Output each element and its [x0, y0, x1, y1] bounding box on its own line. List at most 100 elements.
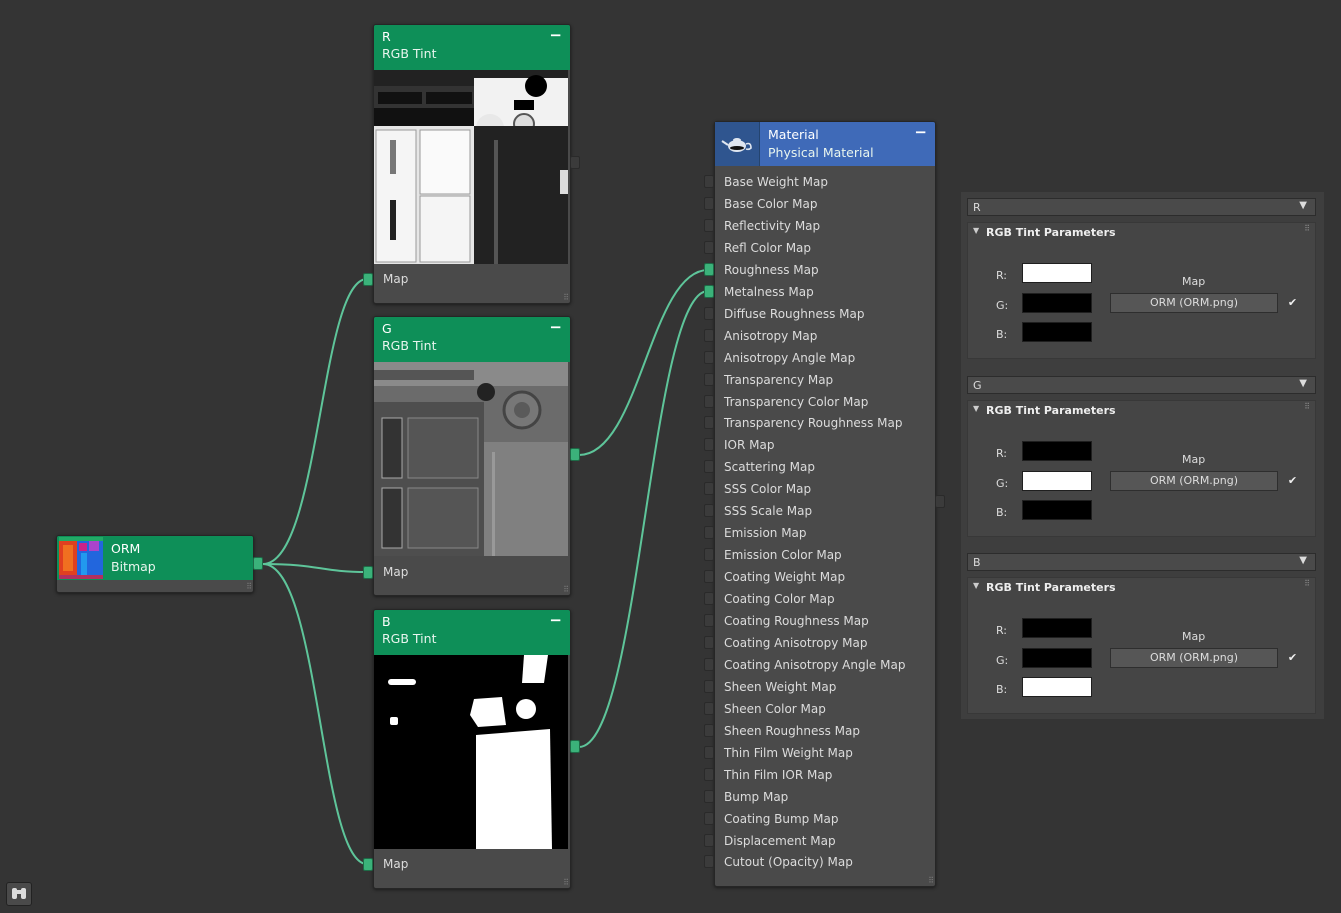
resize-grip-icon[interactable]: ⠿	[246, 582, 252, 591]
material-input-socket[interactable]	[704, 218, 714, 232]
b-color-swatch[interactable]	[1022, 677, 1092, 697]
material-input-socket[interactable]	[704, 175, 714, 188]
material-input-socket[interactable]	[704, 504, 714, 518]
drag-handle-icon[interactable]: ⠿	[1304, 224, 1310, 233]
material-input-row: Transparency Color Map	[724, 394, 869, 409]
rollout-header-g[interactable]: G ▼	[967, 376, 1316, 394]
material-input-socket[interactable]	[704, 855, 714, 869]
rgb-tint-node-b[interactable]: B RGB Tint − Map ⠿	[373, 609, 571, 889]
bitmap-node-orm[interactable]: ORM Bitmap ⠿	[56, 535, 254, 593]
g-label: G:	[996, 654, 1009, 667]
binoculars-button[interactable]	[6, 882, 32, 906]
r-color-swatch[interactable]	[1022, 441, 1092, 461]
collapse-triangle-icon[interactable]: ▼	[973, 226, 980, 235]
material-input-socket[interactable]	[704, 240, 714, 254]
tint-map-port-label: Map	[383, 565, 409, 579]
material-input-row: Roughness Map	[724, 262, 819, 277]
material-input-socket[interactable]	[704, 526, 714, 540]
tint-g-input-socket[interactable]	[363, 566, 373, 579]
collapse-triangle-icon[interactable]: ▼	[973, 404, 980, 413]
r-color-swatch[interactable]	[1022, 263, 1092, 283]
material-input-row: Metalness Map	[724, 284, 814, 299]
material-node-header[interactable]: Material Physical Material −	[715, 122, 935, 166]
map-enable-checkbox[interactable]: ✔	[1287, 651, 1298, 664]
resize-grip-icon[interactable]: ⠿	[928, 876, 934, 885]
g-color-swatch[interactable]	[1022, 471, 1092, 491]
wire-orm-to-b	[262, 563, 368, 865]
bitmap-node-title: ORM	[111, 541, 141, 556]
material-input-socket[interactable]	[704, 548, 714, 562]
material-node[interactable]: Material Physical Material − Base Weight…	[714, 121, 936, 887]
map-enable-checkbox[interactable]: ✔	[1287, 296, 1298, 309]
map-enable-checkbox[interactable]: ✔	[1287, 474, 1298, 487]
tint-node-header[interactable]: G RGB Tint −	[374, 317, 570, 362]
rollout-header-b[interactable]: B ▼	[967, 553, 1316, 571]
tint-b-input-socket[interactable]	[363, 858, 373, 871]
material-input-socket[interactable]	[704, 438, 714, 452]
material-input-socket[interactable]	[704, 394, 714, 408]
material-input-socket[interactable]	[704, 811, 714, 825]
teapot-icon	[715, 122, 760, 166]
collapse-button[interactable]: −	[914, 123, 927, 141]
b-color-swatch[interactable]	[1022, 500, 1092, 520]
material-input-socket[interactable]	[704, 416, 714, 430]
tint-b-output-socket[interactable]	[570, 740, 580, 753]
material-input-socket[interactable]	[704, 592, 714, 606]
material-input-socket[interactable]	[704, 196, 714, 210]
dropdown-arrow-icon: ▼	[1299, 555, 1307, 566]
bitmap-node-header[interactable]: ORM Bitmap	[57, 536, 253, 580]
g-color-swatch[interactable]	[1022, 293, 1092, 313]
g-label: G:	[996, 299, 1009, 312]
map-button[interactable]: ORM (ORM.png)	[1110, 648, 1278, 668]
rollout-name: G	[973, 379, 982, 392]
rollout-name: B	[973, 556, 981, 569]
map-button[interactable]: ORM (ORM.png)	[1110, 471, 1278, 491]
b-color-swatch[interactable]	[1022, 322, 1092, 342]
tint-g-output-socket[interactable]	[570, 448, 580, 461]
collapse-button[interactable]: −	[549, 318, 562, 336]
material-input-socket[interactable]	[704, 745, 714, 759]
material-input-socket[interactable]	[704, 635, 714, 649]
tint-r-output-socket[interactable]	[570, 156, 580, 169]
r-label: R:	[996, 447, 1008, 460]
material-input-row: Diffuse Roughness Map	[724, 306, 865, 321]
material-input-socket[interactable]	[704, 701, 714, 715]
collapse-button[interactable]: −	[549, 26, 562, 44]
tint-node-header[interactable]: R RGB Tint −	[374, 25, 570, 70]
collapse-button[interactable]: −	[549, 611, 562, 629]
material-input-socket[interactable]	[704, 789, 714, 803]
drag-handle-icon[interactable]: ⠿	[1304, 402, 1310, 411]
material-input-socket[interactable]	[704, 482, 714, 496]
resize-grip-icon[interactable]: ⠿	[563, 585, 569, 594]
material-input-socket[interactable]	[704, 723, 714, 737]
material-output-socket[interactable]	[935, 495, 945, 508]
bitmap-output-socket[interactable]	[253, 557, 263, 570]
material-input-socket[interactable]	[704, 262, 714, 276]
material-input-socket[interactable]	[704, 767, 714, 781]
r-color-swatch[interactable]	[1022, 618, 1092, 638]
collapse-triangle-icon[interactable]: ▼	[973, 581, 980, 590]
material-input-socket[interactable]	[704, 460, 714, 474]
rgb-tint-node-g[interactable]: G RGB Tint − Map ⠿	[373, 316, 571, 596]
tint-r-input-socket[interactable]	[363, 273, 373, 286]
rgb-tint-node-r[interactable]: R RGB Tint − Map ⠿	[373, 24, 571, 304]
material-input-socket[interactable]	[704, 614, 714, 627]
resize-grip-icon[interactable]: ⠿	[563, 878, 569, 887]
material-input-socket[interactable]	[704, 372, 714, 386]
map-button[interactable]: ORM (ORM.png)	[1110, 293, 1278, 313]
tint-node-header[interactable]: B RGB Tint −	[374, 610, 570, 655]
material-input-socket[interactable]	[704, 306, 714, 320]
g-color-swatch[interactable]	[1022, 648, 1092, 668]
rollout-header-r[interactable]: R ▼	[967, 198, 1316, 216]
rgb-tint-params-g: ▼ RGB Tint Parameters ⠿ R: G: B: Map ORM…	[967, 400, 1316, 537]
resize-grip-icon[interactable]: ⠿	[563, 293, 569, 302]
material-input-socket[interactable]	[704, 657, 714, 671]
material-input-socket[interactable]	[704, 328, 714, 342]
material-input-socket[interactable]	[704, 284, 714, 298]
orm-thumbnail	[59, 537, 103, 579]
material-input-socket[interactable]	[704, 350, 714, 364]
material-input-socket[interactable]	[704, 833, 714, 847]
material-input-socket[interactable]	[704, 679, 714, 693]
material-input-socket[interactable]	[704, 570, 714, 584]
drag-handle-icon[interactable]: ⠿	[1304, 579, 1310, 588]
